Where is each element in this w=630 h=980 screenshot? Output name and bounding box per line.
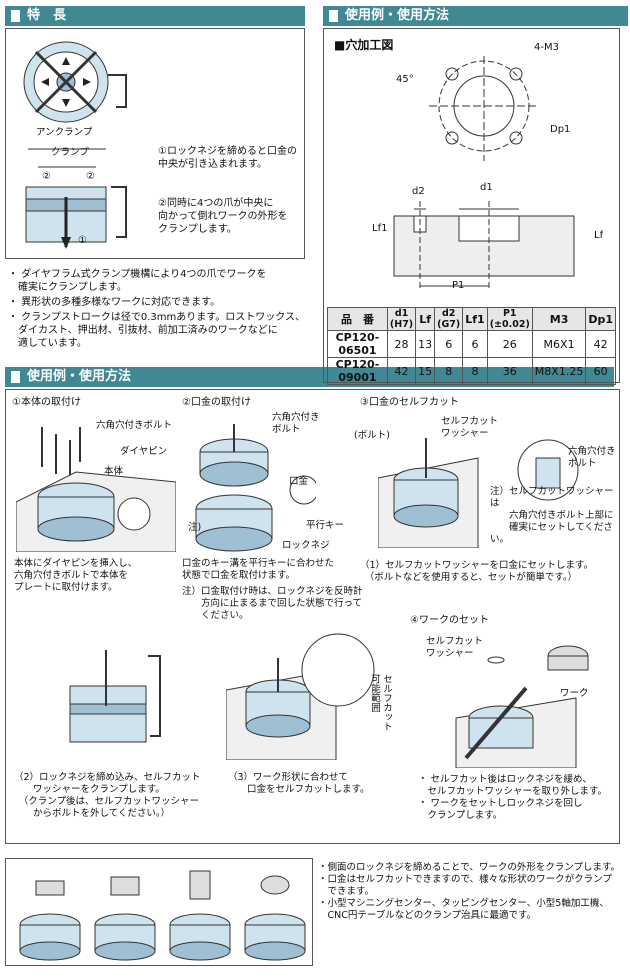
step1-illustration	[16, 427, 176, 552]
step3-washer-label: セルフカット ワッシャー	[441, 416, 499, 439]
spec-row: CP120-06501 28 13 6 6 26 M6X1 42	[327, 330, 616, 358]
feature-bullet-3: ・ クランプストロークは径で0.3mmあります。ロストワックス、 ダイカスト、押…	[8, 312, 305, 349]
spec-header-cell: Lf1	[462, 307, 488, 331]
step3-hex-label: 六角穴付き ボルト	[568, 446, 616, 469]
spec-cell: 13	[415, 330, 436, 358]
spec-table: 品 番 d1 (H7) Lf d2 (G7) Lf1 P1 (±0.02) M3…	[327, 307, 616, 385]
spec-cell: 42	[585, 330, 616, 358]
step2-lock-label: ロックネジ	[282, 540, 330, 551]
features-header: 特 長	[5, 6, 305, 26]
usage-box: ①本体の取付け 六角穴付きボルト ダイヤピン 本体 本体にダイヤピンを挿入し、 …	[5, 389, 620, 844]
p1-label: P1	[452, 280, 465, 291]
usage-main-header-text: 使用例・使用方法	[27, 369, 132, 384]
diaphragm-illustration	[23, 41, 127, 249]
callout-2b: ②	[86, 171, 95, 182]
features-header-text: 特 長	[27, 8, 67, 23]
step2-jaw-label: 口金	[289, 476, 309, 487]
step2-desc: 口金のキー溝を平行キーに合わせた 状態で口金を取付けます。	[182, 558, 335, 581]
features-box: アンクランプ クランプ ② ② ① ①ロックネジを締めると口金の 中央が引き込ま…	[5, 28, 305, 259]
step4-work-label: ワーク	[560, 688, 589, 699]
spec-header-cell: Dp1	[585, 307, 616, 331]
spec-header-cell: 品 番	[327, 307, 388, 331]
spec-header-cell: M3	[531, 307, 587, 331]
step3b-desc: （3）ワーク形状に合わせて 口金をセルフカットします。	[228, 772, 370, 795]
bottom-photo-box	[5, 858, 313, 966]
step2b-illustration	[69, 650, 161, 743]
d2-label: d2	[412, 186, 425, 197]
lf1-label: Lf1	[372, 223, 388, 234]
spec-cell: 6	[462, 330, 488, 358]
dp1-label: Dp1	[550, 124, 571, 135]
callout-2a: ②	[42, 171, 51, 182]
spec-cell: 36	[486, 357, 533, 385]
step3b-range-label: セルフカット 可能範囲	[369, 674, 392, 731]
step3-bolt-label: (ボルト)	[354, 430, 390, 441]
d1-label: d1	[480, 182, 493, 193]
step3-illustration	[378, 438, 579, 548]
step1-desc: 本体にダイヤピンを挿入し、 六角穴付きボルトで本体を プレートに取付けます。	[14, 558, 138, 593]
step4-desc: ・ セルフカット後はロックネジを緩め、 セルフカットワッシャーを取り外します。 …	[418, 774, 608, 821]
spec-header-row: 品 番 d1 (H7) Lf d2 (G7) Lf1 P1 (±0.02) M3…	[327, 307, 616, 331]
step2-bolt-label: 六角穴付き ボルト	[272, 412, 320, 435]
hole-diagram	[393, 56, 575, 291]
step4-title: ④ワークのセット	[410, 615, 489, 626]
spec-cell: M8X1.25	[531, 357, 587, 385]
step4-illustration	[455, 645, 589, 768]
spec-cell: 42	[386, 357, 417, 385]
spec-cell: CP120-06501	[327, 330, 388, 358]
spec-cell: M6X1	[531, 330, 587, 358]
step1-title: ①本体の取付け	[12, 397, 81, 408]
feature-note-2: ②同時に4つの爪が中央に 向かって倒れワークの外形を クランプします。	[158, 198, 288, 235]
spec-cell: CP120-09001	[327, 357, 388, 385]
step2-title: ②口金の取付け	[182, 397, 251, 408]
spec-header-cell: P1 (±0.02)	[486, 307, 533, 331]
spec-cell: 26	[486, 330, 533, 358]
step2-key-label: 平行キー	[306, 520, 345, 531]
spec-row: CP120-09001 42 15 8 8 36 M8X1.25 60	[327, 357, 616, 385]
step1-pin-label: ダイヤピン	[120, 446, 168, 457]
spec-cell: 8	[462, 357, 488, 385]
anclamp-label: アンクランプ	[36, 127, 93, 138]
step3-desc: （1）セルフカットワッシャーを口金にセットします。 （ボルトなどを使用すると、セ…	[360, 560, 594, 583]
step2-note: 注）口金取付け時は、ロックネジを反時計 方向に止まるまで回した状態で行って くだ…	[182, 586, 363, 621]
step3-note: 注）セルフカットワッシャーは 六角穴付きボルト上部に 確実にセットしてください。	[490, 486, 614, 545]
spec-header-cell: Lf	[415, 307, 436, 331]
spec-header-cell: d1 (H7)	[386, 307, 417, 331]
hole-title: ■穴加工図	[334, 38, 394, 52]
feature-bullet-2: ・ 異形状の多種多様なワークに対応できます。	[8, 297, 221, 308]
callout-1: ①	[78, 235, 87, 246]
step3-title: ③口金のセルフカット	[360, 397, 459, 408]
angle-label: 45°	[396, 74, 414, 85]
clamp-label: クランプ	[51, 147, 89, 158]
step2-illustration	[195, 424, 316, 552]
lf-label: Lf	[594, 230, 604, 241]
usage-top-header: 使用例・使用方法	[323, 6, 628, 26]
step2b-desc: （2）ロックネジを締め込み、セルフカット ワッシャーをクランプします。 （クラン…	[14, 772, 201, 819]
spec-cell: 8	[434, 357, 464, 385]
feature-bullet-1: ・ ダイヤフラム式クランプ機構により4つの爪でワークを 確実にクランプします。	[8, 269, 267, 293]
example-chucks-illustration	[19, 870, 306, 961]
step2-note-mark: 注)	[188, 522, 202, 533]
spec-cell: 6	[434, 330, 464, 358]
hole-drawing-box: ■穴加工図 4-M3 45° Dp1 d2 d1 Lf1 Lf P1 品 番 d…	[323, 28, 620, 385]
bottom-bullets: ・側面のロックネジを締めることで、ワークの外形をクランプします。 ・口金はセルフ…	[318, 862, 621, 921]
m3-label: 4-M3	[534, 42, 559, 53]
spec-cell: 15	[415, 357, 436, 385]
spec-cell: 60	[585, 357, 616, 385]
usage-top-header-text: 使用例・使用方法	[345, 8, 450, 23]
step4-washer-label: セルフカット ワッシャー	[426, 636, 484, 659]
spec-header-cell: d2 (G7)	[434, 307, 464, 331]
spec-cell: 28	[386, 330, 417, 358]
step3b-illustration	[226, 633, 375, 760]
feature-note-1: ①ロックネジを締めると口金の 中央が引き込まれます。	[158, 146, 297, 170]
step1-bolt-label: 六角穴付きボルト	[96, 420, 173, 431]
step1-body-label: 本体	[104, 466, 124, 477]
